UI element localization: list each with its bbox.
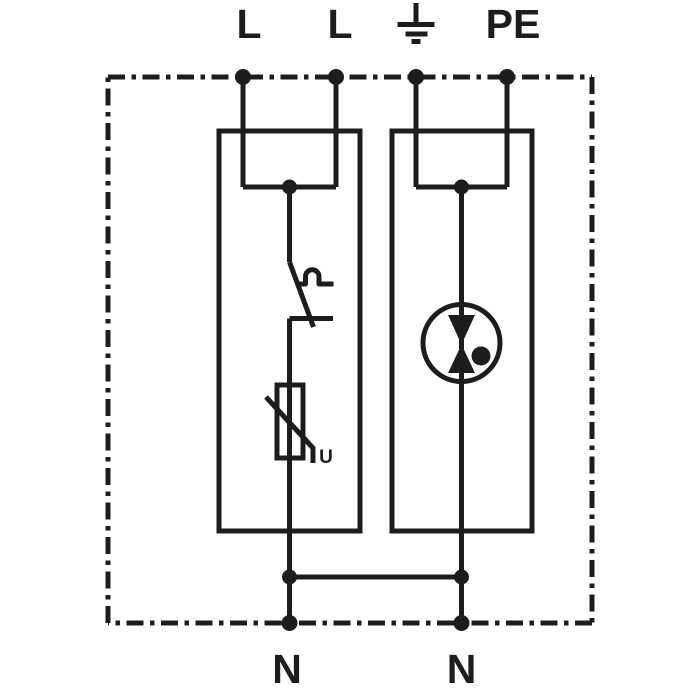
- bottom-terminals: [281, 569, 470, 631]
- left-module: U: [216, 128, 363, 577]
- terminal-dot-l2: [328, 69, 344, 85]
- spark-gap-icon: [420, 302, 503, 384]
- terminal-label-l2: L: [327, 1, 352, 47]
- thermal-disconnector-icon: [287, 261, 334, 328]
- terminal-label-pe: PE: [486, 1, 541, 47]
- terminal-dot-n1: [281, 615, 298, 631]
- terminal-dot-earth: [408, 69, 424, 85]
- earth-ground-icon: [397, 3, 435, 44]
- terminal-label-n1: N: [272, 646, 302, 692]
- varistor-voltage-label: U: [319, 447, 333, 468]
- enclosure-border: [105, 74, 595, 626]
- varistor-icon: [264, 382, 316, 463]
- terminal-dot-pe: [499, 69, 515, 85]
- terminal-dot-l1: [235, 69, 251, 85]
- right-module: [389, 128, 535, 577]
- top-terminals: [235, 69, 515, 187]
- terminal-label-l1: L: [236, 1, 261, 47]
- terminal-label-n2: N: [447, 646, 477, 692]
- terminal-dot-n2: [453, 615, 470, 631]
